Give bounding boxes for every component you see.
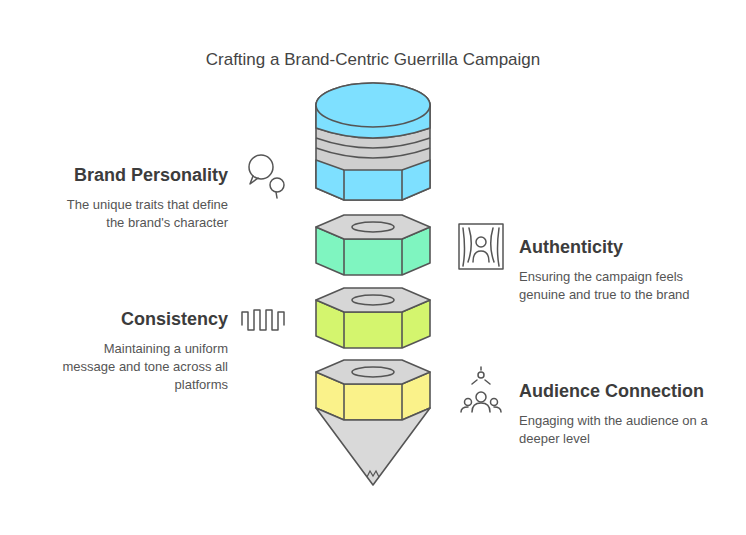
cone-tip: [316, 408, 430, 485]
callout-description: Ensuring the campaign feels genuine and …: [519, 268, 724, 304]
callout-text-block: Brand PersonalityThe unique traits that …: [18, 163, 228, 232]
callout-text-block: Audience ConnectionEngaging with the aud…: [519, 379, 734, 448]
callout-description: Engaging with the audience on a deeper l…: [519, 412, 724, 448]
callout-heading: Consistency: [18, 307, 228, 331]
cylinder-base: [316, 160, 430, 200]
audience-icon: [461, 367, 501, 412]
callout-text-block: ConsistencyMaintaining a uniform message…: [18, 307, 228, 394]
callout-heading: Brand Personality: [18, 163, 228, 187]
cylinder-top: [316, 83, 430, 127]
callout-heading: Audience Connection: [519, 379, 734, 403]
speech-icon: [249, 155, 284, 198]
wave-icon: [242, 310, 284, 330]
callout-description: Maintaining a uniform message and tone a…: [53, 340, 228, 394]
callout-heading: Authenticity: [519, 235, 734, 259]
hex-piece: [316, 360, 430, 420]
curtain-icon: [459, 224, 503, 269]
hex-piece: [316, 288, 430, 348]
hex-piece: [316, 215, 430, 275]
callout-text-block: AuthenticityEnsuring the campaign feels …: [519, 235, 734, 304]
diagram-title: Crafting a Brand-Centric Guerrilla Campa…: [0, 50, 746, 70]
callout-description: The unique traits that define the brand'…: [48, 196, 228, 232]
